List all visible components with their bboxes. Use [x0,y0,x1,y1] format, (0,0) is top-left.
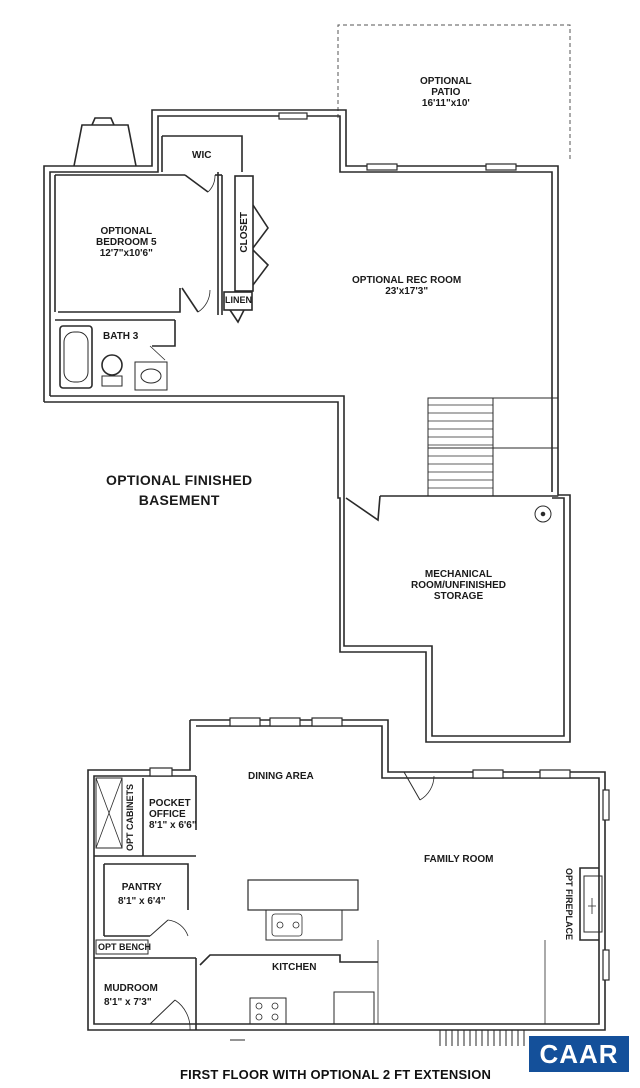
first-floor-windows [149,717,610,981]
bath-label: BATH 3 [103,331,138,342]
basement-heading-line2: BASEMENT [138,492,220,508]
linen-name: LINEN [225,295,252,305]
bath-walls [55,319,176,391]
basement-windows [278,112,517,171]
bath-name: BATH 3 [103,331,139,342]
mechanical-label: MECHANICAL ROOM/UNFINISHED STORAGE [411,569,506,602]
pantry-dims: 8'1" x 6'4" [118,896,166,907]
pocket-office-line2: OFFICE [149,809,186,820]
first-floor-outer-wall [87,719,606,1031]
mechanical-walls [345,495,558,523]
mudroom-dims: 8'1" x 7'3" [104,997,152,1008]
office-walls [94,776,197,857]
family-room-label: FAMILY ROOM [424,854,493,865]
mudroom-name: MUDROOM [104,983,158,994]
family-room-fixtures [403,771,603,941]
basement-stairs [427,397,559,497]
plan-title: FIRST FLOOR WITH OPTIONAL 2 FT EXTENSION [180,1067,492,1082]
pocket-office-dims: 8'1" x 6'6" [149,820,197,831]
pantry-walls [103,863,189,937]
bedroom-line1: OPTIONAL [100,226,153,237]
rec-room-dims: 23'x17'3" [385,286,429,297]
kitchen-name: KITCHEN [272,962,317,973]
closet-name: CLOSET [239,212,250,253]
wic-walls [161,135,243,193]
mechanical-line3: STORAGE [433,591,484,602]
dining-label: DINING AREA [248,771,314,782]
closet-walls [234,175,270,292]
basement-heading: OPTIONAL FINISHED BASEMENT [106,470,252,510]
bottom-deck [230,1030,525,1046]
mudroom-label: MUDROOM 8'1" x 7'3" [104,983,158,1008]
patio-dims: 16'11"x10' [421,98,470,109]
pocket-office-line1: POCKET [149,798,191,809]
bedroom-label: OPTIONAL BEDROOM 5 12'7"x10'6" [96,226,157,259]
opt-fireplace-label: OPT FIREPLACE [563,868,574,940]
rec-room-name: OPTIONAL REC ROOM [352,275,462,286]
wic-name: WIC [192,150,212,161]
mechanical-line2: ROOM/UNFINISHED [411,580,506,591]
patio-outline [337,24,571,162]
opt-fireplace-name: OPT FIREPLACE [564,868,574,941]
kitchen-fixtures [199,879,546,1025]
bench [95,939,149,955]
mechanical-line1: MECHANICAL [424,569,493,580]
kitchen-label: KITCHEN [272,962,316,973]
bedroom-fireplace [73,117,137,167]
bedroom-door [181,287,211,313]
pocket-office-label: POCKET OFFICE 8'1" x 6'6" [149,798,197,831]
linen-label: LINEN [225,295,252,306]
caar-logo: CAAR [529,1036,629,1072]
bedroom-line2: BEDROOM 5 [96,237,157,248]
patio-line1: OPTIONAL [420,76,472,87]
rec-room-label: OPTIONAL REC ROOM 23'x17'3" [352,275,461,297]
patio-line2: PATIO [431,87,461,98]
opt-bench-name: OPT BENCH [98,942,152,952]
pantry-name: PANTRY [121,882,162,893]
wic-label: WIC [192,150,211,161]
opt-cabinets-name: OPT CABINETS [125,784,135,852]
pantry-label: PANTRY 8'1" x 6'4" [118,882,166,907]
patio-label: OPTIONAL PATIO 16'11"x10' [420,76,472,109]
basement-heading-line1: OPTIONAL FINISHED [106,472,253,488]
bedroom-walls [54,172,223,315]
bedroom-dims: 12'7"x10'6" [99,248,153,259]
family-room-name: FAMILY ROOM [424,854,494,865]
closet-label: CLOSET [239,212,250,253]
linen-walls [223,291,253,324]
opt-bench-label: OPT BENCH [98,942,151,953]
mudroom-walls [94,957,197,1031]
dining-name: DINING AREA [248,771,314,782]
opt-cabinets-label: OPT CABINETS [125,784,136,851]
basement-outer-wall [43,109,571,743]
